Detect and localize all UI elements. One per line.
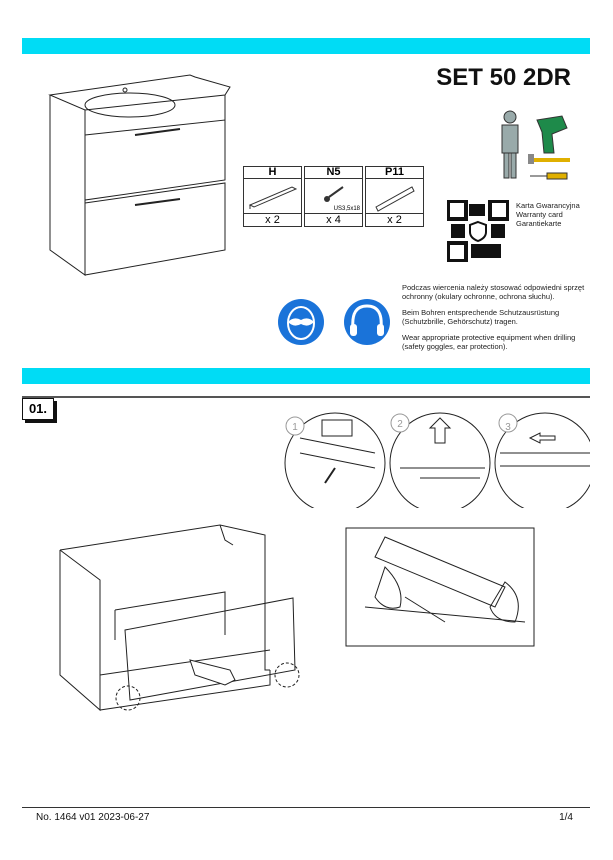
header-bar <box>22 38 590 54</box>
part-code: H <box>244 167 301 179</box>
warranty-qr-code[interactable] <box>447 200 509 262</box>
parts-list: H x 2 N5 US3,5x18 x 4 P11 x 2 <box>243 166 424 227</box>
divider <box>22 396 590 398</box>
safety-notice: Podczas wiercenia należy stosować odpowi… <box>402 283 592 351</box>
ear-protection-icon <box>344 299 390 345</box>
part-qty: x 2 <box>265 214 280 226</box>
bracket-icon <box>375 186 415 212</box>
page-number: 1/4 <box>559 812 573 823</box>
safety-icons <box>278 299 390 345</box>
screw-icon <box>324 186 344 202</box>
tools-icon <box>501 110 570 180</box>
warranty-line: Warranty card <box>516 210 563 219</box>
part-qty: x 2 <box>387 214 402 226</box>
footer-line <box>22 807 590 808</box>
warranty-line: Karta Gwarancyjna <box>516 201 580 210</box>
safety-text-de: Beim Bohren entsprechende Schutzausrüstu… <box>402 308 560 326</box>
detail-1-label: 1 <box>292 422 298 433</box>
goggles-icon <box>278 299 324 345</box>
product-title: SET 50 2DR <box>436 64 571 91</box>
safety-text-pl: Podczas wiercenia należy stosować odpowi… <box>402 283 585 301</box>
step-number: 01. <box>22 398 54 420</box>
part-n5: N5 US3,5x18 x 4 <box>304 166 363 227</box>
document-number: No. 1464 v01 2023-06-27 <box>36 812 150 823</box>
part-h: H x 2 <box>243 166 302 227</box>
detail-3-label: 3 <box>505 422 511 433</box>
safety-text-en: Wear appropriate protective equipment wh… <box>402 333 576 351</box>
step-illustration <box>59 524 300 712</box>
detail-circles: 1 2 3 <box>284 412 590 508</box>
part-code: P11 <box>366 167 423 179</box>
detail-2-label: 2 <box>397 419 403 430</box>
screw-spec: US3,5x18 <box>333 206 360 212</box>
part-p11: P11 x 2 <box>365 166 424 227</box>
cabinet-illustration <box>48 74 231 276</box>
handle-icon <box>248 186 298 209</box>
drawer-removal-detail <box>345 527 535 647</box>
part-code: N5 <box>305 167 362 179</box>
warranty-label: Karta Gwarancyjna Warranty card Garantie… <box>516 201 580 228</box>
section-bar <box>22 368 590 384</box>
part-qty: x 4 <box>326 214 341 226</box>
warranty-line: Garantiekarte <box>516 219 562 228</box>
